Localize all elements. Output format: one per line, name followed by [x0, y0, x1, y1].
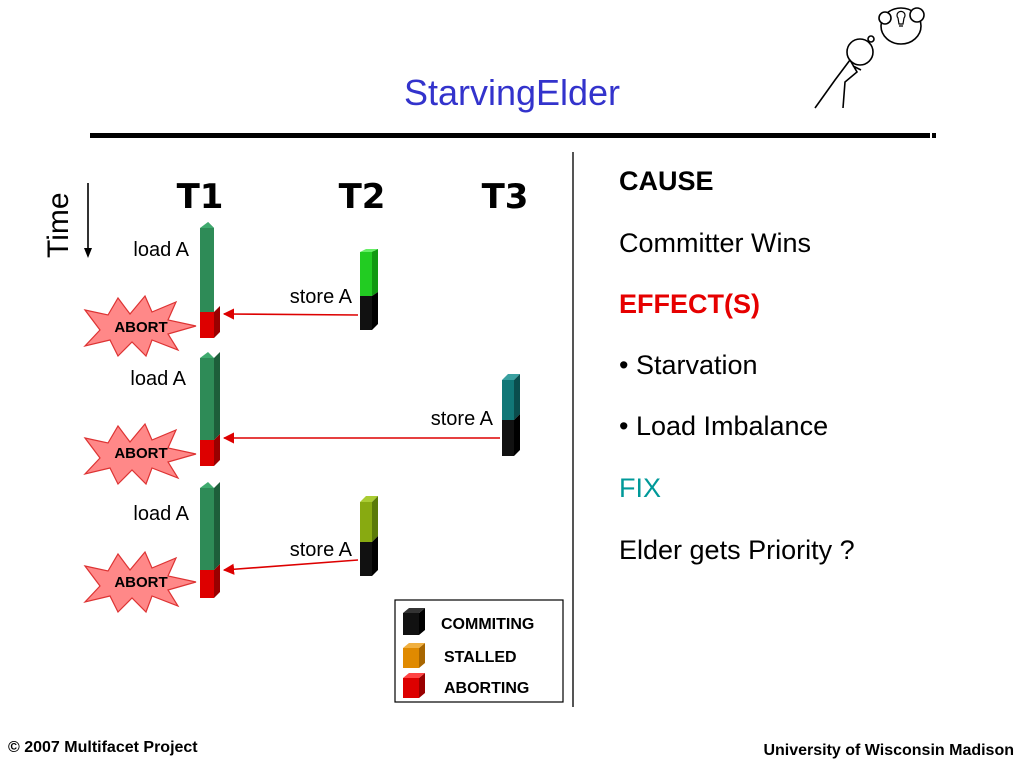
t1-abort-block-1 — [200, 306, 220, 338]
legend-stalled-label: STALLED — [444, 649, 517, 666]
legend-commiting-swatch — [403, 608, 425, 635]
footer-university: University of Wisconsin Madison — [763, 742, 1014, 759]
transaction-diagram: Time T1 T2 T3 load A store A — [42, 177, 564, 703]
fix-heading: FIX — [619, 473, 662, 503]
abort-burst-1: ABORT — [83, 294, 197, 358]
t1-bar-3 — [200, 482, 220, 570]
t2-bar-1 — [360, 249, 378, 296]
thinker-figure-icon — [814, 7, 925, 109]
column-divider — [572, 152, 574, 707]
footer-copyright: © 2007 Multifacet Project — [8, 739, 198, 756]
legend-commiting-label: COMMITING — [441, 616, 534, 633]
title-underline — [90, 133, 936, 138]
thread-label-t1: T1 — [177, 177, 224, 217]
t1-bar-1 — [200, 222, 214, 312]
t2-commit-block-1 — [360, 292, 378, 330]
t3-bar-2 — [502, 374, 520, 420]
t1-abort-block-2 — [200, 434, 220, 466]
load-label-3: load A — [133, 503, 189, 525]
store-label-1: store A — [290, 286, 353, 308]
effect-heading: EFFECT(S) — [619, 289, 760, 319]
svg-text:ABORT: ABORT — [114, 574, 167, 591]
time-arrow-head — [84, 248, 92, 258]
t2-bar-3 — [360, 496, 378, 542]
legend-box: COMMITING STALLED ABORTING — [394, 599, 564, 703]
thread-label-t3: T3 — [482, 177, 529, 217]
slide-title: StarvingElder — [403, 72, 621, 113]
t1-bar-2 — [200, 352, 220, 440]
t1-abort-block-3 — [200, 564, 220, 598]
legend-aborting-label: ABORTING — [444, 680, 529, 697]
fix-text: Elder gets Priority ? — [619, 535, 855, 565]
effect-item-starvation: • Starvation — [619, 350, 758, 380]
legend-stalled-swatch — [403, 643, 425, 668]
conflict-arrow-1 — [222, 308, 359, 320]
t2-commit-block-3 — [360, 536, 378, 576]
thread-label-t2: T2 — [339, 177, 386, 217]
t3-commit-block-2 — [502, 414, 520, 456]
conflict-arrow-3 — [222, 559, 359, 575]
cause-heading: CAUSE — [619, 166, 714, 196]
store-label-2: store A — [431, 408, 494, 430]
abort-burst-3: ABORT — [83, 550, 197, 614]
legend-aborting-swatch — [403, 673, 425, 698]
time-axis-label: Time — [42, 192, 75, 258]
effect-item-load-imbalance: • Load Imbalance — [619, 411, 829, 441]
load-label-2: load A — [130, 368, 186, 390]
svg-text:ABORT: ABORT — [114, 319, 167, 336]
load-label-1: load A — [133, 239, 189, 261]
store-label-3: store A — [290, 539, 353, 561]
abort-burst-2: ABORT — [83, 422, 197, 486]
svg-text:ABORT: ABORT — [114, 445, 167, 462]
cause-text: Committer Wins — [619, 228, 812, 258]
